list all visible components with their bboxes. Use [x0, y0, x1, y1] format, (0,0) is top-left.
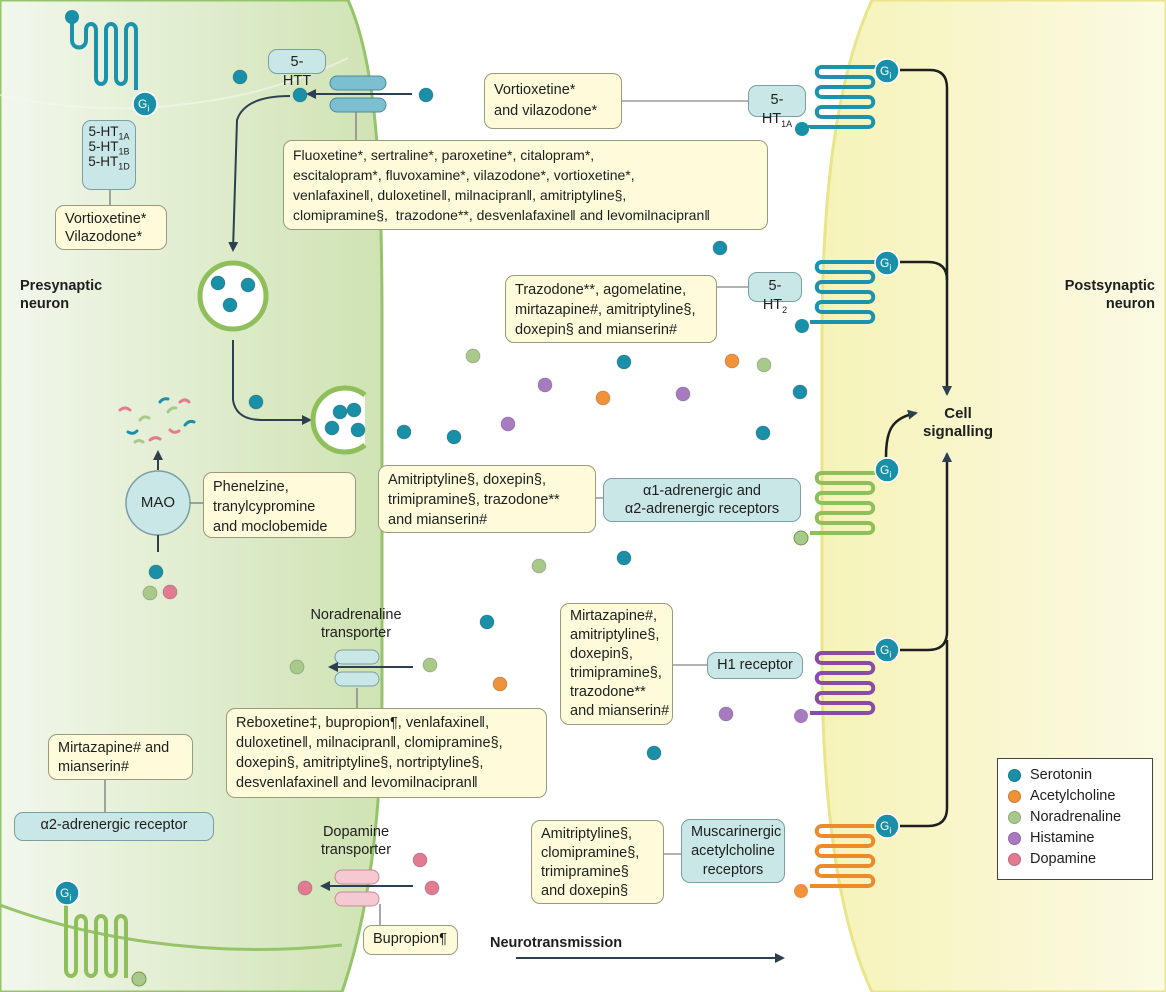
- gi-label: Gi: [880, 463, 892, 480]
- 5htt-inhibitors-box: Fluoxetine*, sertraline*, paroxetine*, c…: [283, 140, 768, 230]
- serotonin-molecule: [232, 69, 248, 85]
- neurotransmission-label: Neurotransmission: [490, 935, 623, 951]
- serotonin-molecule: [240, 277, 256, 293]
- h1-receptor-label: H1 receptor: [707, 652, 803, 679]
- gi-label: Gi: [60, 886, 72, 903]
- serotonin-molecule: [210, 275, 226, 291]
- gi-label: Gi: [880, 643, 892, 660]
- noradrenaline-molecule: [422, 657, 438, 673]
- serotonin-molecule: [222, 297, 238, 313]
- presynaptic-label: Presynaptic neuron: [20, 278, 103, 312]
- histamine-molecule: [718, 706, 734, 722]
- net-inhibitors-box: Reboxetine‡, bupropion¶, venlafaxine‖, d…: [226, 708, 547, 798]
- dopamine-molecule: [424, 880, 440, 896]
- vortioxetine-vilazodone-pre-box: Vortioxetine* Vilazodone*: [55, 205, 167, 250]
- serotonin-molecule: [446, 429, 462, 445]
- alpha2-presynaptic-receptor-label: α2-adrenergic receptor: [14, 812, 214, 841]
- noradrenaline-molecule: [756, 357, 772, 373]
- postsynaptic-label: Postsynaptic neuron: [1064, 278, 1155, 312]
- muscarinic-antagonists-box: Amitriptyline§, clomipramine§, trimipram…: [531, 820, 664, 904]
- noradrenaline-molecule: [531, 558, 547, 574]
- serotonin-molecule: [712, 240, 728, 256]
- legend-item: Noradrenaline: [1008, 807, 1142, 828]
- legend-item: Histamine: [1008, 828, 1142, 849]
- dopamine-molecule: [162, 584, 178, 600]
- dat-inhibitor-box: Bupropion¶: [363, 925, 458, 955]
- acetylcholine-molecule: [492, 676, 508, 692]
- legend-swatch: [1008, 811, 1021, 824]
- legend-swatch: [1008, 790, 1021, 803]
- dopamine-molecule: [412, 852, 428, 868]
- 5ht2-receptor-label: 5-HT2: [748, 272, 802, 314]
- serotonin-molecule: [418, 87, 434, 103]
- serotonin-molecule: [350, 422, 366, 438]
- histamine-molecule: [537, 377, 553, 393]
- presynaptic-bottom-edge: [0, 903, 343, 951]
- gi-label: Gi: [880, 256, 892, 273]
- gi-label: Gi: [880, 819, 892, 836]
- legend-item: Serotonin: [1008, 765, 1142, 786]
- histamine-molecule: [500, 416, 516, 432]
- gi-label: Gi: [138, 97, 150, 114]
- mao-label: MAO: [140, 494, 176, 511]
- serotonin-molecule: [396, 424, 412, 440]
- legend-swatch: [1008, 832, 1021, 845]
- 5ht2-antagonists-box: Trazodone**, agomelatine, mirtazapine#, …: [505, 275, 717, 343]
- cell-signalling-label: Cell signalling: [923, 405, 994, 440]
- acetylcholine-molecule: [724, 353, 740, 369]
- noradrenaline-transporter-label: Noradrenaline transporter: [310, 607, 402, 641]
- autoreceptor-5ht-box: 5-HT1A 5-HT1B 5-HT1D: [82, 120, 136, 190]
- alpha2-antagonists-box: Mirtazapine# and mianserin#: [48, 734, 193, 780]
- dopamine-molecule: [297, 880, 313, 896]
- serotonin-molecule: [479, 614, 495, 630]
- serotonin-molecule: [332, 404, 348, 420]
- vortioxetine-vilazodone-post-box: Vortioxetine* and vilazodone*: [484, 73, 622, 129]
- histamine-molecule: [675, 386, 691, 402]
- 5ht1a-receptor-label: 5-HT1A: [748, 85, 806, 128]
- noradrenaline-molecule: [465, 348, 481, 364]
- legend: Serotonin Acetylcholine Noradrenaline Hi…: [997, 758, 1153, 880]
- acetylcholine-molecule: [595, 390, 611, 406]
- muscarinic-receptors-label: Muscarinergic acetylcholine receptors: [681, 819, 785, 883]
- serotonin-molecule: [616, 550, 632, 566]
- serotonin-molecule: [792, 384, 808, 400]
- legend-item: Dopamine: [1008, 849, 1142, 870]
- serotonin-molecule: [616, 354, 632, 370]
- gi-label: Gi: [880, 64, 892, 81]
- legend-swatch: [1008, 769, 1021, 782]
- legend-item: Acetylcholine: [1008, 786, 1142, 807]
- serotonin-molecule: [324, 420, 340, 436]
- serotonin-molecule: [755, 425, 771, 441]
- neurotransmitter-molecules: [142, 69, 808, 896]
- serotonin-molecule: [292, 87, 308, 103]
- dopamine-transporter-label: Dopamine transporter: [320, 824, 392, 858]
- serotonin-molecule: [148, 564, 164, 580]
- postsynaptic-membrane: [820, 0, 1166, 992]
- serotonin-molecule: [346, 402, 362, 418]
- noradrenaline-molecule: [289, 659, 305, 675]
- 5htt-label: 5-HTT: [268, 49, 326, 89]
- serotonin-molecule: [646, 745, 662, 761]
- noradrenaline-molecule: [142, 585, 158, 601]
- mao-inhibitors-box: Phenelzine, tranylcypromine and moclobem…: [203, 472, 356, 538]
- h1-antagonists-box: Mirtazapine#, amitriptyline§, doxepin§, …: [560, 603, 673, 725]
- serotonin-molecule: [248, 394, 264, 410]
- legend-swatch: [1008, 853, 1021, 866]
- alpha-adrenergic-receptors-label: α1-adrenergic and α2-adrenergic receptor…: [603, 478, 801, 522]
- alpha-adrenergic-antagonists-box: Amitriptyline§, doxepin§, trimipramine§,…: [378, 465, 596, 533]
